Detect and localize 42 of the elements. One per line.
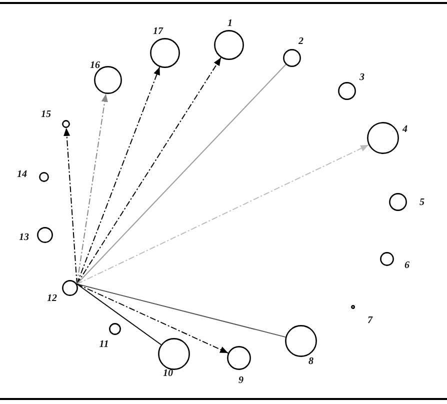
circle-node (62, 280, 78, 296)
circle-node (367, 122, 399, 154)
node-number: 11 (99, 340, 109, 350)
circle-node (214, 30, 244, 60)
node-number: 16 (90, 61, 100, 71)
arrow (76, 144, 370, 284)
node-number: 1 (228, 19, 232, 29)
arrow (64, 128, 78, 284)
circle-node (338, 82, 356, 100)
circle-node (37, 227, 53, 243)
arrow (76, 57, 222, 284)
connector-line (76, 64, 286, 284)
node-number: 6 (404, 261, 410, 271)
node-number: 10 (163, 369, 173, 379)
node-number: 7 (368, 316, 372, 326)
circle-node (285, 325, 317, 357)
circle-node (150, 38, 180, 68)
node-number: 13 (19, 233, 29, 243)
node-number: 8 (308, 357, 314, 367)
circle-node (389, 193, 407, 211)
circle-node (109, 323, 121, 335)
circle-node (158, 338, 190, 370)
node-number: 5 (420, 198, 424, 208)
circle-node (39, 172, 49, 182)
circle-node (227, 346, 251, 370)
node-number: 3 (360, 73, 364, 83)
circle-node (380, 252, 394, 266)
node-number: 14 (17, 170, 27, 180)
node-number: 12 (47, 294, 57, 304)
arrow (76, 66, 160, 284)
arrow (76, 284, 229, 354)
node-number: 4 (402, 125, 408, 135)
circle-node (62, 120, 70, 128)
connector-line (76, 284, 286, 338)
node-number: 15 (41, 110, 51, 120)
circle-node (283, 49, 301, 67)
node-number: 9 (238, 376, 244, 386)
node-number: 17 (153, 27, 163, 37)
node-number: 2 (298, 37, 304, 47)
arrow (76, 93, 108, 284)
connector-line (76, 284, 162, 346)
circle-node (351, 305, 355, 309)
